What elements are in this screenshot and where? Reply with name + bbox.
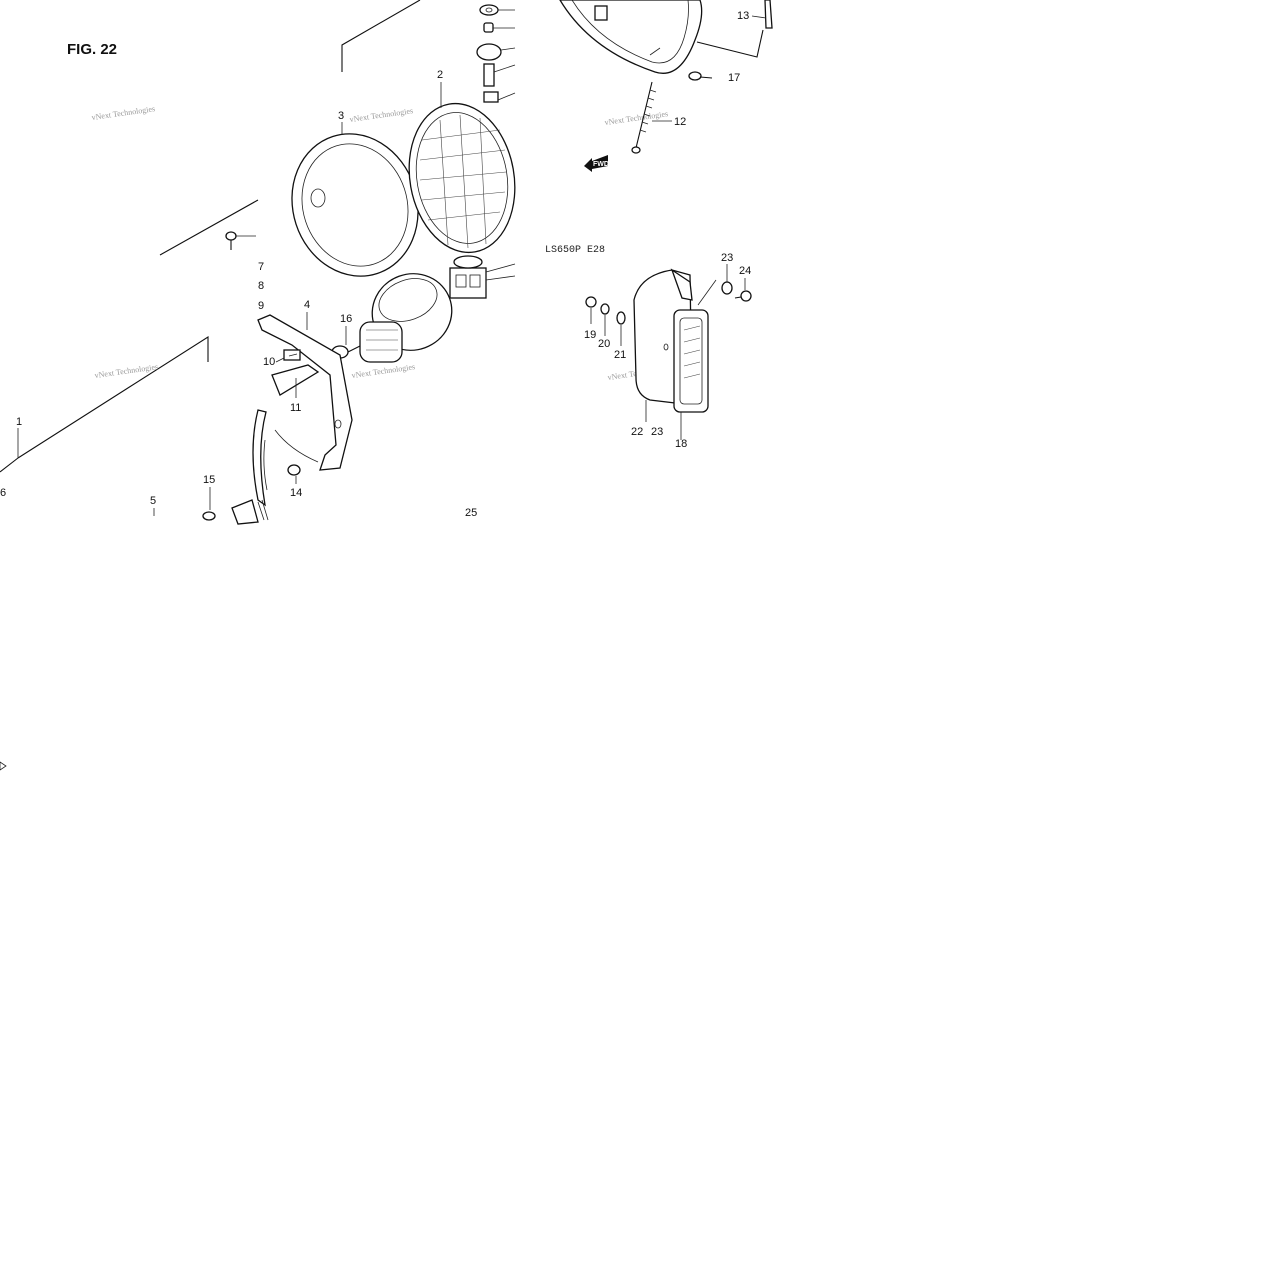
callout-13: 13 [737, 10, 749, 22]
watermark-text: vNext Technologies [351, 362, 416, 380]
callout-6: 6 [0, 487, 6, 499]
callout-8: 8 [258, 280, 264, 292]
bracket-nut [287, 464, 301, 476]
small-bolt [688, 71, 713, 81]
rim-screw [225, 231, 256, 250]
callout-20: 20 [598, 338, 610, 350]
mounting-hardware-top [476, 4, 516, 103]
headlight-bracket [257, 314, 353, 471]
callout-9: 9 [258, 300, 264, 312]
callout-25: 25 [465, 507, 477, 519]
callout-17: 17 [728, 72, 740, 84]
callout-7: 7 [258, 261, 264, 273]
callout-23: 23 [721, 252, 733, 264]
lower-rim-partial [252, 409, 268, 507]
callout-24: 24 [739, 265, 751, 277]
callout-numbers: 1 2 3 4 5 6 7 8 9 10 11 12 13 14 15 16 1… [0, 10, 751, 519]
callout-15: 15 [203, 474, 215, 486]
frame-lines [0, 0, 764, 473]
edge-marker-icon [0, 761, 7, 771]
headlight-housing [559, 0, 773, 74]
callout-14: 14 [290, 487, 302, 499]
callout-4: 4 [304, 299, 310, 311]
forward-direction-arrow: FWD [584, 155, 609, 172]
callout-23: 23 [651, 426, 663, 438]
long-screw [631, 81, 657, 154]
watermark-text: vNext Technologies [91, 104, 156, 122]
watermark-text: vNext Technologies [604, 109, 669, 127]
headlight-bulb [331, 273, 453, 363]
fwd-label: FWD [593, 161, 609, 168]
callout-19: 19 [584, 329, 596, 341]
callout-22: 22 [631, 426, 643, 438]
callout-21: 21 [614, 349, 626, 361]
figure-title: FIG. 22 [67, 41, 117, 58]
callout-10: 10 [263, 356, 275, 368]
bulb-socket-connector [449, 255, 516, 299]
lower-screw [202, 499, 269, 525]
watermark-text: vNext Technologies [349, 106, 414, 124]
callout-2: 2 [437, 69, 443, 81]
callout-3: 3 [338, 110, 344, 122]
callout-1: 1 [16, 416, 22, 428]
headlight-rim [291, 133, 419, 277]
watermark-text: vNext Technologies [94, 362, 159, 380]
callout-12: 12 [674, 116, 686, 128]
marker-lamp-bolt [697, 279, 752, 306]
model-code: LS650P E28 [545, 245, 605, 256]
leader-lines [17, 15, 767, 516]
marker-lamp-hardware [585, 296, 626, 325]
headlight-lens-unit [408, 102, 516, 254]
callout-18: 18 [675, 438, 687, 450]
callout-5: 5 [150, 495, 156, 507]
callout-16: 16 [340, 313, 352, 325]
side-marker-lamp [633, 268, 709, 413]
callout-11: 11 [290, 402, 301, 414]
